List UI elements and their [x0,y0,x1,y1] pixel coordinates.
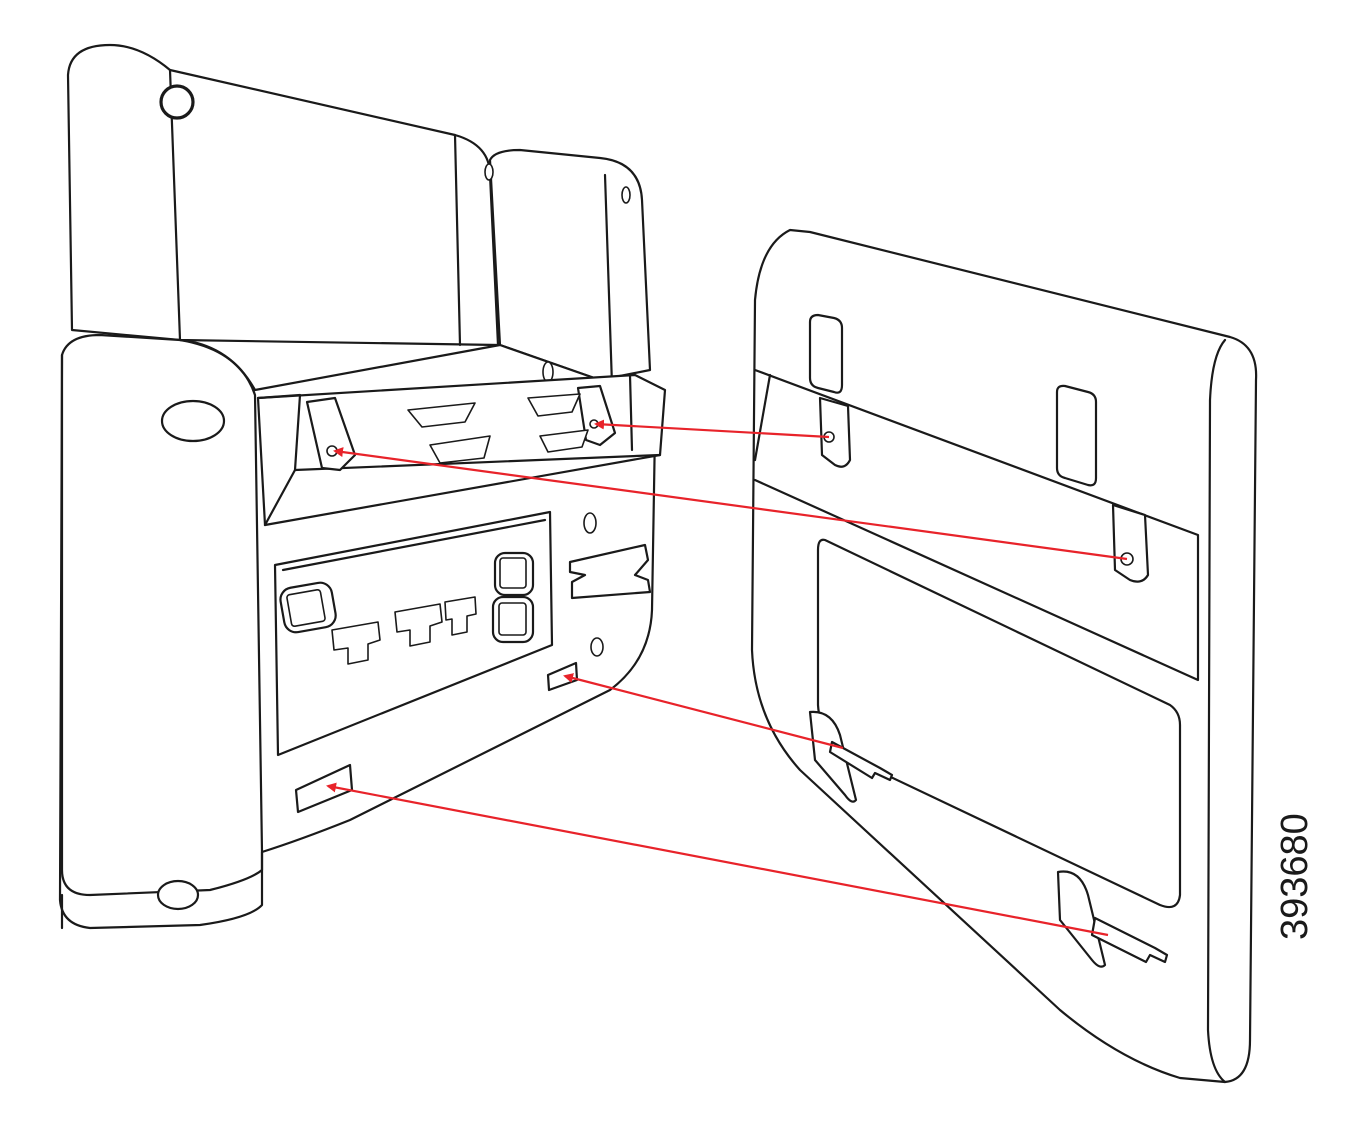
phone-back [58,43,667,930]
upper-slot-right [1055,384,1098,487]
wall-mount-bracket [750,228,1258,1084]
connector-ports [279,551,535,665]
hook-tab-lower [1056,870,1169,968]
alignment-arrows [326,419,1128,937]
screw-tab-upper [818,396,852,468]
upper-slot-left [808,313,844,394]
figure-id-label: 393680 [1274,813,1316,940]
bottom-foot [156,879,200,911]
screw-tab-lower [1111,503,1150,583]
cable-groove [568,543,652,600]
side-screw-hole [160,399,226,443]
ledge-latch-slots [407,393,589,464]
screw-upper-left-arrow [333,447,1128,561]
display-hinge-hole [159,84,195,120]
tab-lower-left-arrow [326,782,1109,937]
display-back-panel [66,43,500,347]
hook-tab-upper [808,710,894,803]
tab-lower-right-arrow [563,673,844,750]
support-stand [488,148,652,382]
screw-upper-right-arrow [594,419,830,439]
bracket-recess [816,538,1182,909]
